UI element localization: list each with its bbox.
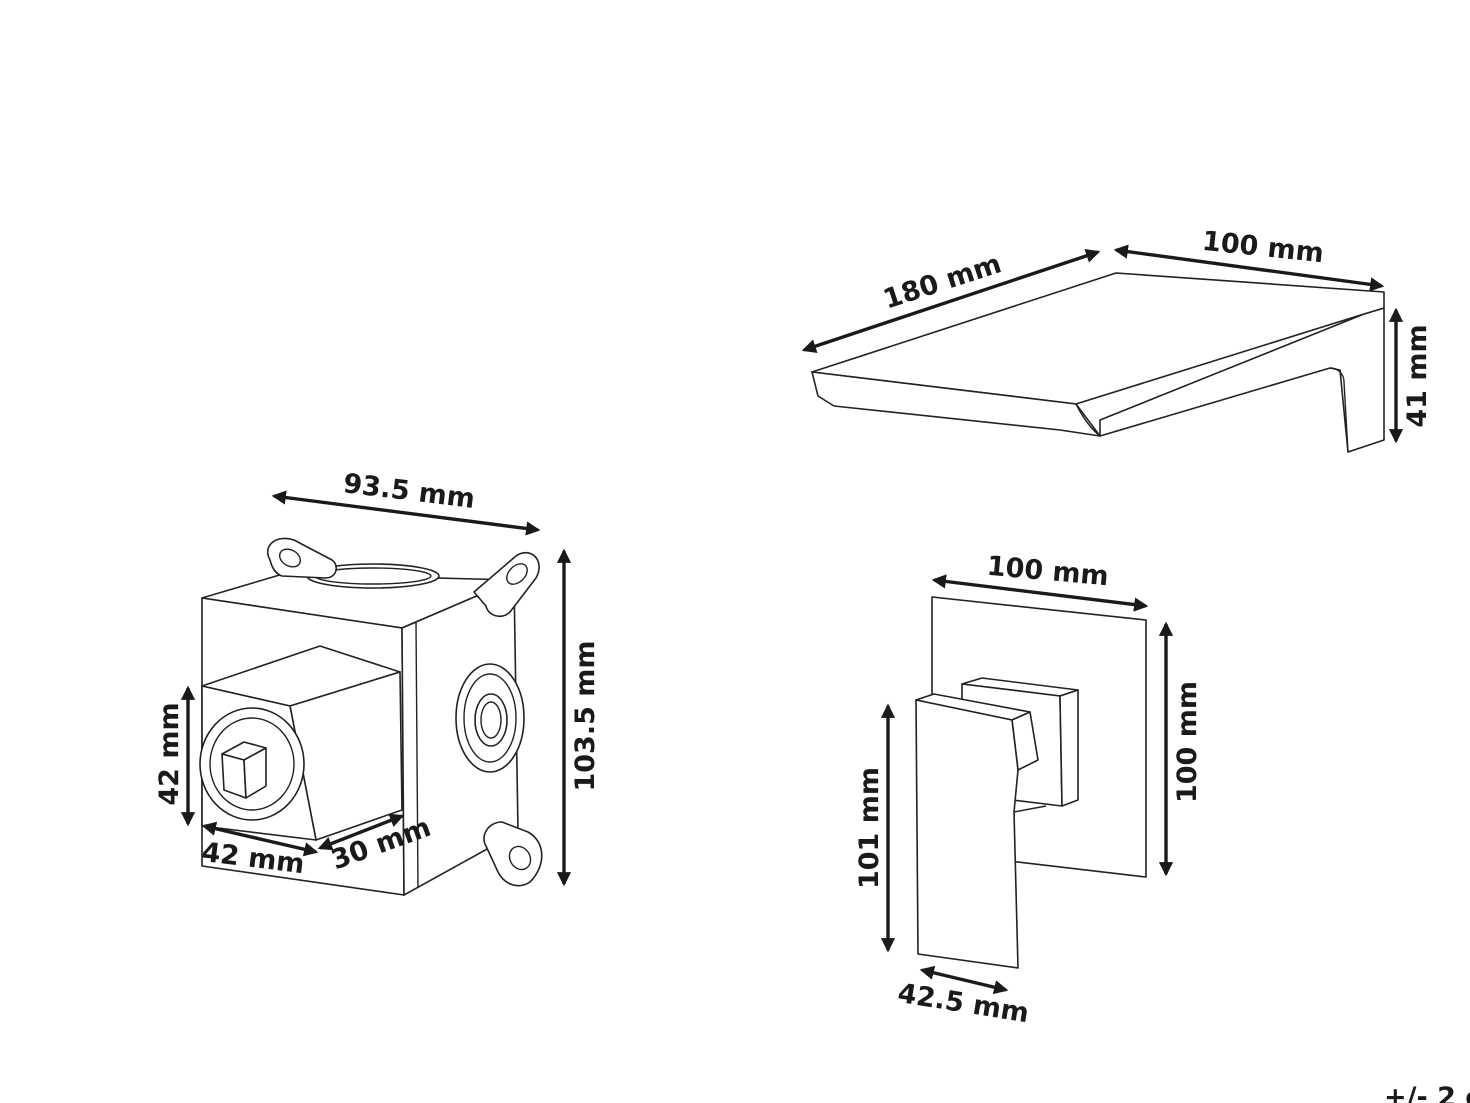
box-front-height-label: 42 mm [154, 702, 185, 805]
handle-height-label: 101 mm [854, 767, 885, 889]
box-height-label: 103.5 mm [570, 640, 601, 791]
plate-height-label: 100 mm [1172, 681, 1203, 803]
mixer-handle-drawing [915, 596, 1147, 969]
spout-width-arrow [1113, 244, 1385, 292]
plate-width-label: 100 mm [986, 551, 1110, 593]
box-front-depth-arrow [317, 813, 405, 851]
box-front-width-arrow [201, 821, 319, 857]
spout-length-arrow [801, 248, 1101, 354]
handle-width-arrow [919, 965, 1009, 995]
plate-width-arrow [931, 574, 1149, 612]
box-width-arrow [271, 490, 541, 536]
spout-height-label: 41 mm [1402, 324, 1433, 427]
tolerance-note: +/- 2 c [1384, 1082, 1470, 1103]
handle-width-label: 42.5 mm [896, 978, 1032, 1029]
